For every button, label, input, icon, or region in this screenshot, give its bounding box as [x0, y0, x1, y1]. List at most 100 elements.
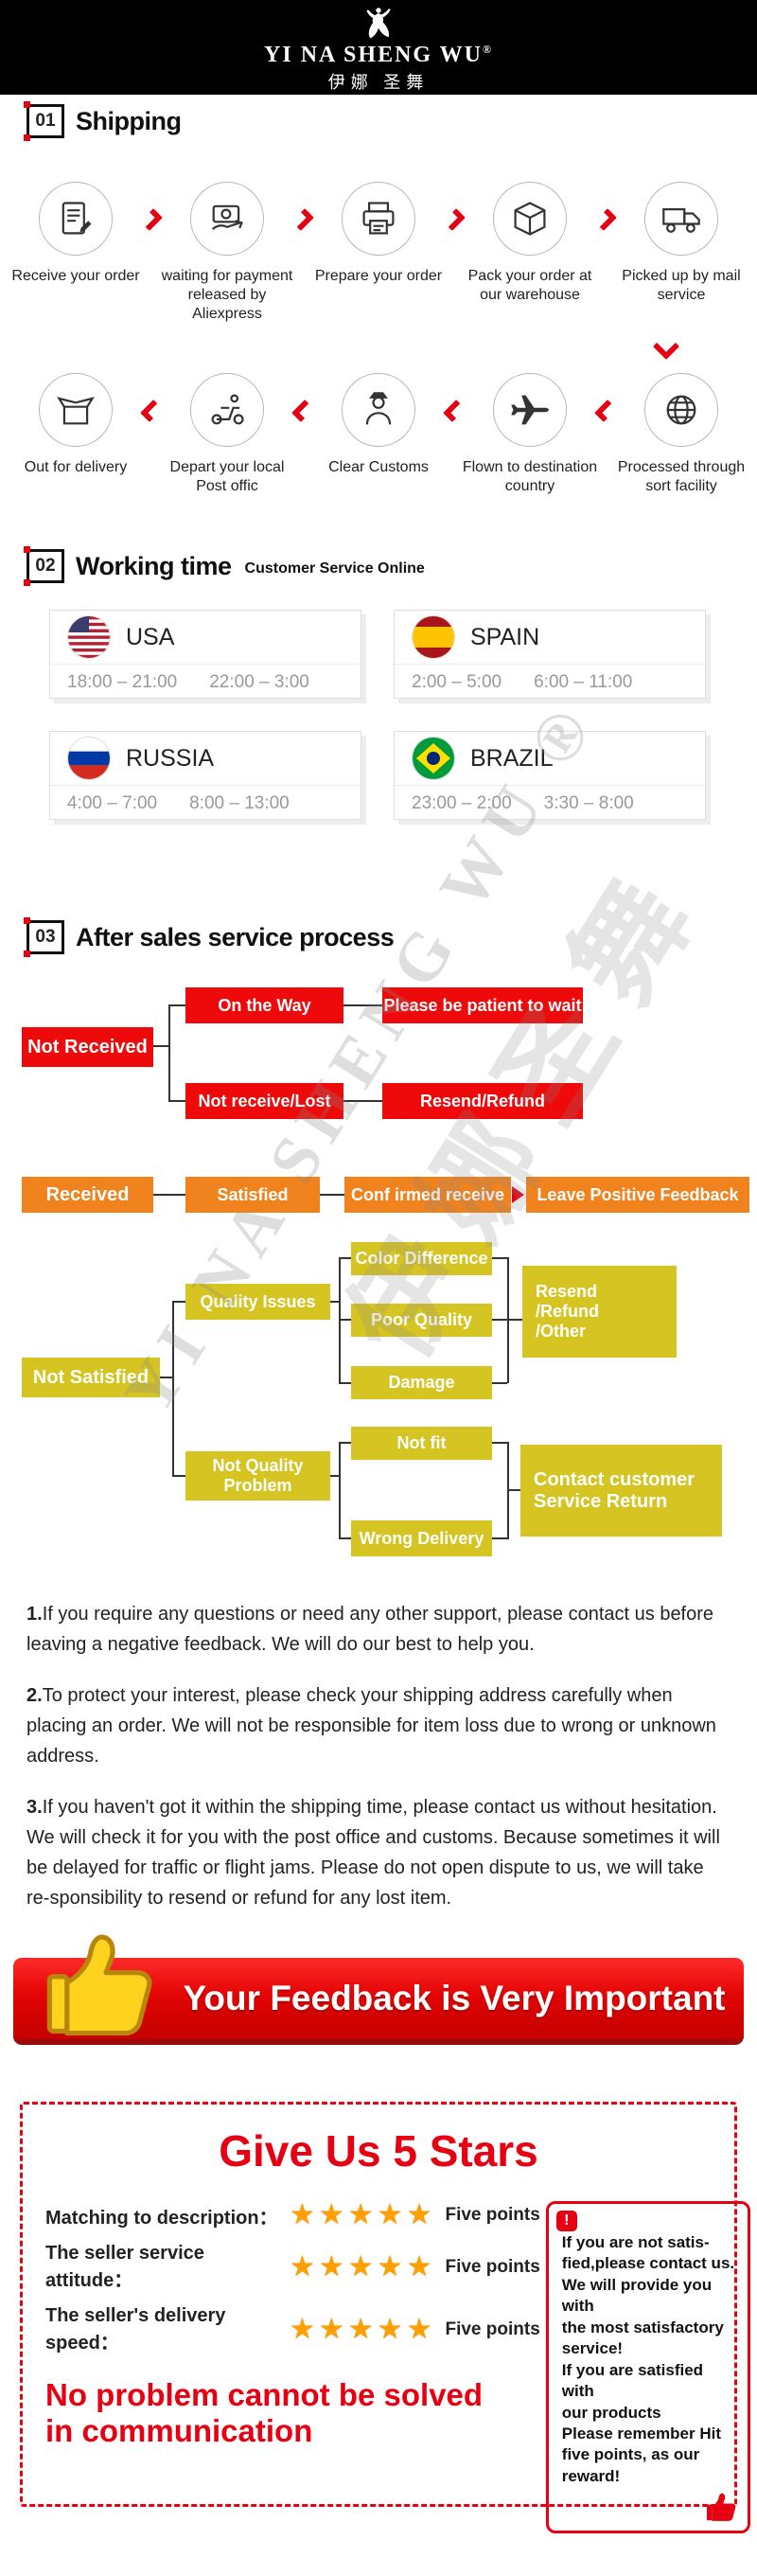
time-range: 18:00 – 21:00: [67, 672, 178, 692]
shipping-step: Flown to destination country: [461, 373, 599, 496]
section-title: Working time: [76, 551, 232, 580]
service-hours: 4:00 – 7:00 8:00 – 13:00: [50, 785, 361, 814]
section-number-badge: 01: [24, 101, 64, 141]
connector: [172, 1301, 174, 1476]
flow-confirmed-receive: Conf irmed receive: [344, 1177, 511, 1213]
service-notes: 1.If you require any questions or need a…: [26, 1599, 731, 1913]
time-range: 3:30 – 8:00: [543, 793, 634, 813]
rating-points: Five points: [445, 2319, 540, 2339]
globe-icon: [644, 373, 718, 447]
flow-be-patient: Please be patient to wait: [382, 987, 583, 1023]
shipping-step: Processed through sort facility: [612, 373, 750, 496]
country-name: SPAIN: [470, 623, 540, 650]
rating-rows: Matching to description： ★★★★★ Five poin…: [34, 2201, 540, 2449]
flow-not-satisfied: Not Satisfied: [22, 1358, 160, 1397]
section-title: After sales service process: [76, 922, 395, 951]
five-stars-icon: ★★★★★: [290, 2199, 436, 2230]
shipping-step-label: waiting for payment released by Aliexpre…: [161, 268, 293, 322]
rating-points: Five points: [445, 2205, 540, 2225]
russia-flag-icon: [67, 737, 111, 780]
note-text: If you require any questions or need any…: [26, 1604, 714, 1655]
flow-leave-feedback: Leave Positive Feedback: [526, 1177, 749, 1213]
flow-poor-quality: Poor Quality: [351, 1304, 492, 1337]
flow-damage: Damage: [351, 1366, 492, 1399]
shipping-step-label: Pack your order at our warehouse: [467, 268, 592, 303]
shipping-step-label: Picked up by mail service: [622, 268, 741, 303]
shipping-step: Depart your local Post offic: [158, 373, 296, 496]
shipping-step-label: Flown to destination country: [462, 459, 598, 494]
connector: [330, 1301, 339, 1303]
satisfaction-note: ! If you are not satis- fied,please cont…: [545, 2201, 750, 2534]
mail-truck-icon: [644, 182, 718, 256]
shipping-step-label: Out for delivery: [24, 459, 128, 475]
flow-not-received: Not Received: [22, 1027, 153, 1067]
thumbs-up-icon: [704, 2489, 740, 2525]
arrow-right-icon: [139, 207, 164, 232]
banner-title: Your Feedback is Very Important: [183, 1979, 726, 2017]
connector: [168, 1004, 170, 1102]
arrow-right-icon: [512, 1186, 524, 1203]
flow-wrong-delivery: Wrong Delivery: [351, 1520, 492, 1556]
note-2: 2.To protect your interest, please check…: [26, 1680, 731, 1771]
working-time-card-spain: SPAIN 2:00 – 5:00 6:00 – 11:00: [394, 610, 706, 699]
stars-title: Give Us 5 Stars: [219, 2126, 538, 2176]
thumbs-up-icon: [40, 1918, 165, 2051]
connector: [168, 1100, 185, 1102]
connector: [492, 1319, 522, 1321]
country-name: USA: [126, 623, 175, 650]
connector: [343, 1100, 382, 1102]
working-time-card-russia: RUSSIA 4:00 – 7:00 8:00 – 13:00: [49, 731, 361, 820]
flow-received: Received: [22, 1177, 153, 1213]
connector: [320, 1194, 344, 1196]
courier-scooter-icon: [190, 373, 264, 447]
brand-text: YI NA SHENG WU: [264, 43, 483, 67]
connector: [339, 1442, 341, 1539]
flow-quality-issues: Quality Issues: [185, 1284, 330, 1320]
five-stars-icon: ★★★★★: [290, 2314, 436, 2345]
section-number-badge: 03: [24, 917, 64, 957]
time-range: 22:00 – 3:00: [209, 672, 309, 692]
rating-label: Matching to description：: [45, 2207, 278, 2229]
flow-color-difference: Color Difference: [351, 1242, 492, 1275]
note-number: 2.: [26, 1685, 43, 1706]
brand-name-cn: 伊娜 圣舞: [327, 73, 430, 93]
flow-on-the-way: On the Way: [185, 987, 343, 1023]
shipping-step: Pack your order at our warehouse: [461, 182, 599, 305]
note-3: 3.If you haven't got it within the shipp…: [26, 1792, 731, 1913]
note-text: To protect your interest, please check y…: [26, 1685, 716, 1767]
service-hours: 18:00 – 21:00 22:00 – 3:00: [50, 664, 361, 693]
arrow-left-icon: [593, 399, 618, 423]
connector: [168, 1004, 185, 1006]
five-stars-icon: ★★★★★: [290, 2251, 436, 2283]
connector: [339, 1537, 351, 1539]
working-time-card-usa: USA 18:00 – 21:00 22:00 – 3:00: [49, 610, 361, 699]
spain-flag-icon: [412, 615, 455, 659]
connector: [339, 1257, 351, 1259]
section-title: Shipping: [76, 106, 182, 135]
country-name: BRAZIL: [470, 744, 554, 772]
connector: [339, 1319, 351, 1321]
service-hours: 2:00 – 5:00 6:00 – 11:00: [395, 664, 705, 693]
exclamation-icon: !: [555, 2211, 577, 2231]
shipping-step-label: Prepare your order: [314, 268, 443, 284]
connector: [339, 1442, 351, 1444]
connector: [492, 1442, 507, 1444]
rating-label: The seller service attitude：: [45, 2243, 204, 2291]
country-name: RUSSIA: [126, 744, 215, 772]
connector: [492, 1257, 507, 1259]
communication-slogan: No problem cannot be solved in communica…: [45, 2377, 484, 2448]
brand-header: YI NA SHENG WU® 伊娜 圣舞: [0, 0, 757, 95]
time-range: 2:00 – 5:00: [412, 672, 502, 692]
section-number-badge: 02: [24, 546, 64, 586]
rating-points: Five points: [445, 2257, 540, 2277]
section-number: 01: [35, 111, 56, 131]
flow-not-quality-problem: Not Quality Problem: [185, 1451, 330, 1501]
arrow-right-icon: [442, 207, 467, 232]
connector: [172, 1475, 185, 1477]
time-range: 23:00 – 2:00: [412, 793, 512, 813]
arrow-left-icon: [290, 399, 315, 423]
arrow-left-icon: [442, 399, 467, 423]
shipping-step-label: Depart your local Post offic: [169, 459, 285, 494]
usa-flag-icon: [67, 615, 111, 659]
flow-satisfied: Satisfied: [185, 1177, 320, 1213]
